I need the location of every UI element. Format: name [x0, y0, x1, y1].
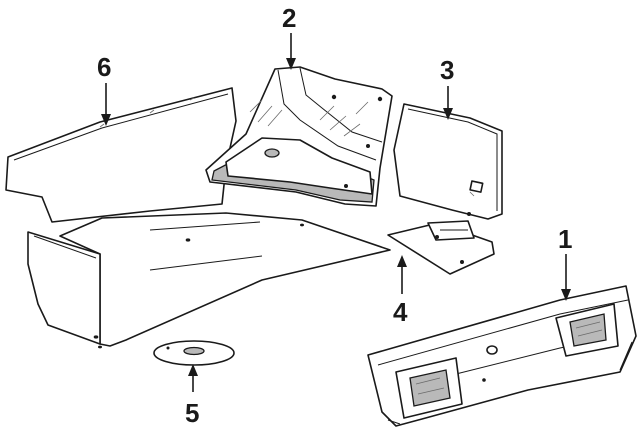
callout-1: 1	[558, 224, 572, 254]
leader-2	[286, 33, 296, 70]
part-4-lower-trim-panel	[387, 212, 495, 275]
part-2-side-trim-panel	[205, 66, 393, 207]
leader-3	[443, 86, 453, 120]
callout-3: 3	[440, 55, 454, 85]
part-6-front-trim-panel	[5, 87, 237, 223]
callout-6: 6	[97, 52, 111, 82]
callout-2: 2	[282, 3, 296, 33]
leader-6	[101, 83, 111, 126]
leader-5	[188, 364, 198, 392]
part-3-rear-side-trim-panel	[393, 103, 503, 220]
callout-5: 5	[185, 398, 199, 428]
trunk-floor-mat	[27, 212, 391, 349]
leader-1	[561, 254, 571, 301]
part-1-rear-finish-panel	[367, 285, 637, 427]
callout-4: 4	[393, 297, 408, 327]
leader-4	[397, 255, 407, 294]
part-5-spare-tire-plate	[153, 340, 235, 366]
